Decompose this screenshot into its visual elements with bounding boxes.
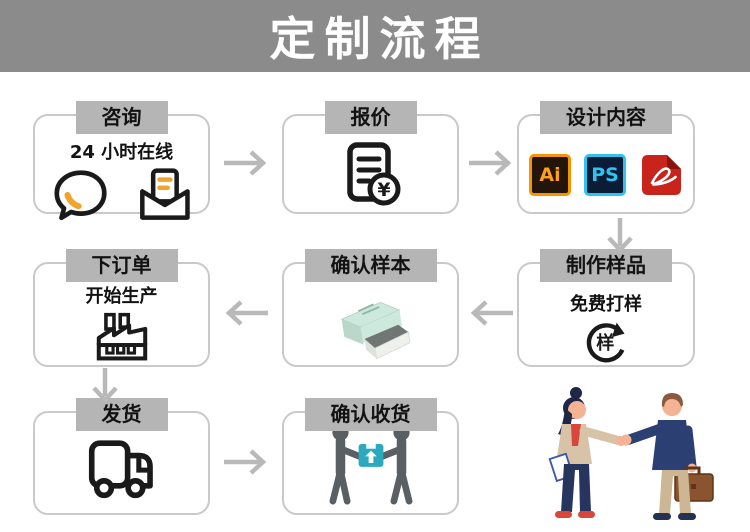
step-box-consult: 咨询 24 小时在线 — [33, 101, 210, 221]
package-handover-icon — [329, 424, 412, 505]
sample-stamp-char: 样 — [596, 332, 614, 354]
arrow-down-icon — [92, 368, 118, 404]
chat-bubble-icon — [53, 170, 107, 221]
consult-subtitle: 24 小时在线 — [69, 142, 174, 163]
arrow-left-icon — [470, 300, 513, 326]
step-label-consult: 咨询 — [75, 101, 168, 134]
arrow-right-icon — [224, 150, 267, 176]
arrow-down-icon — [607, 218, 633, 254]
arrow-right-icon — [469, 150, 512, 176]
ai-label: Ai — [539, 164, 561, 186]
step-label-quote: 报价 — [324, 101, 417, 134]
arrow-left-icon — [225, 300, 268, 326]
step-box-make-sample: 制作样品 免费打样 样 — [517, 249, 695, 367]
place-order-subtitle: 开始生产 — [85, 286, 158, 307]
yuan-symbol: ¥ — [377, 179, 390, 201]
make-sample-subtitle: 免费打样 — [570, 294, 642, 315]
pdf-file-icon — [642, 155, 681, 195]
step-label-design: 设计内容 — [540, 101, 672, 134]
adobe-illustrator-icon: Ai — [529, 154, 571, 196]
open-envelope-icon — [139, 168, 190, 220]
sample-box-photo — [340, 301, 410, 360]
page-title: 定制流程 — [269, 12, 490, 66]
step-label-confirm-sample: 确认样本 — [304, 249, 437, 282]
delivery-truck-icon — [88, 440, 153, 499]
factory-icon — [96, 312, 147, 361]
step-box-place-order: 下订单 开始生产 — [33, 249, 210, 367]
step-box-confirm-sample: 确认样本 — [282, 249, 459, 367]
step-label-confirm-receipt: 确认收货 — [304, 398, 437, 431]
step-box-design: 设计内容 Ai PS — [517, 101, 695, 214]
header-banner: 定制流程 — [0, 0, 750, 72]
invoice-yuan-icon: ¥ — [346, 142, 400, 206]
handshake-illustration — [548, 387, 714, 520]
step-box-ship: 发货 — [33, 398, 210, 515]
step-box-quote: 报价 ¥ — [282, 101, 459, 214]
arrow-right-icon — [224, 449, 267, 475]
step-label-make-sample: 制作样品 — [540, 249, 672, 282]
step-label-ship: 发货 — [75, 398, 168, 431]
adobe-photoshop-icon: PS — [584, 154, 626, 196]
sample-refresh-icon: 样 — [586, 322, 625, 363]
ps-label: PS — [591, 164, 619, 186]
step-box-confirm-receipt: 确认收货 — [282, 398, 459, 515]
step-label-place-order: 下订单 — [65, 249, 178, 282]
